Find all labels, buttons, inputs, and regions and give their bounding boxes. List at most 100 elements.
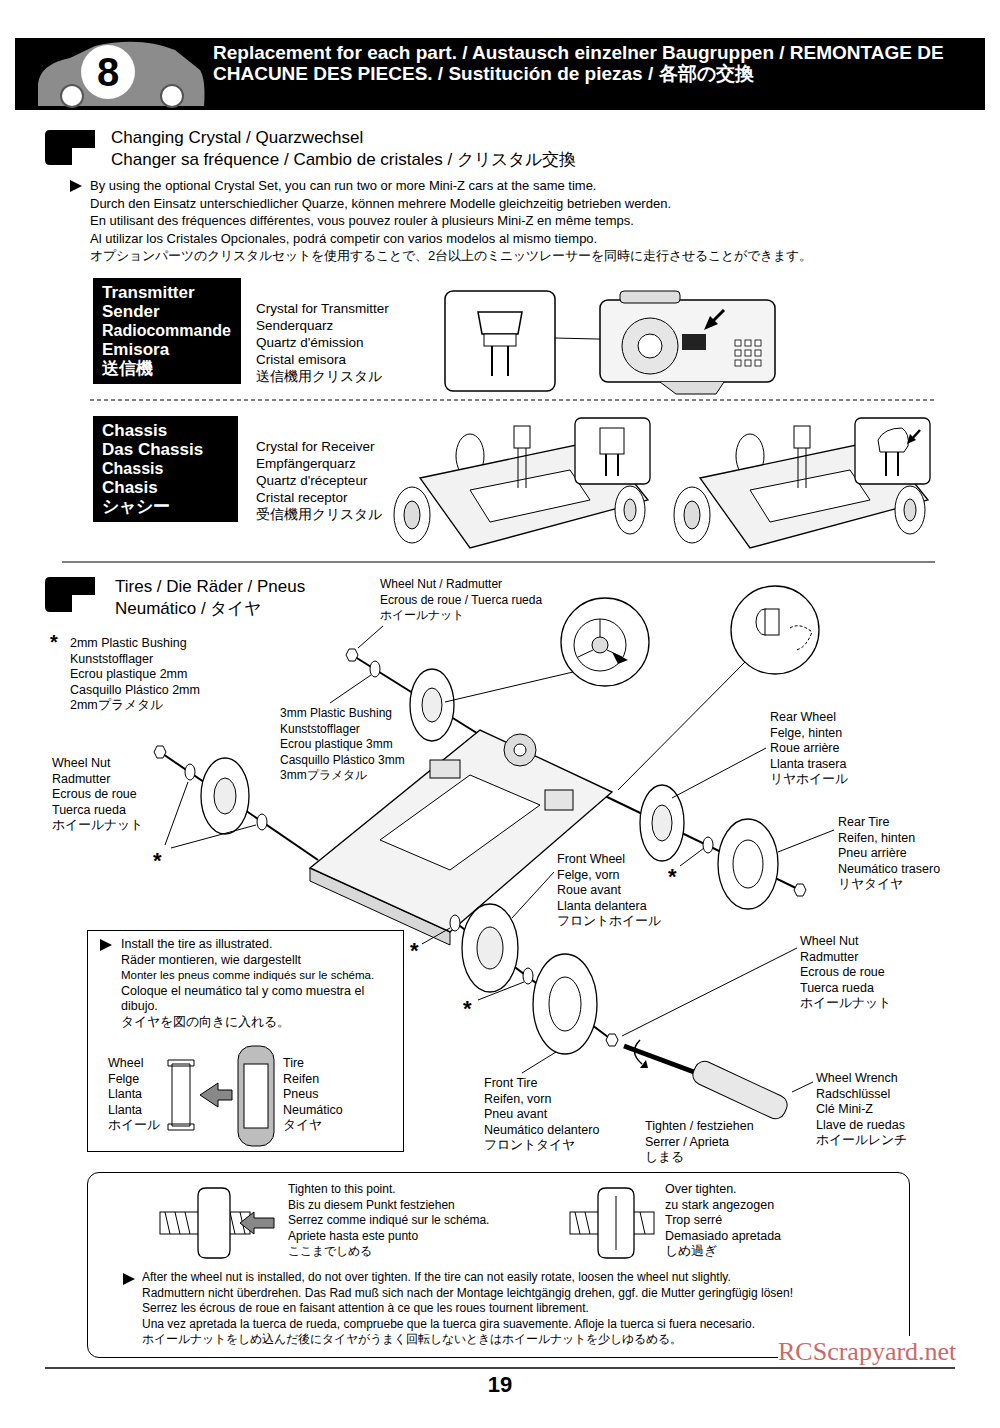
transmitter-drawing [507,346,509,376]
chassis-drawing [615,486,645,534]
label-slot: Reifen, hinten [838,831,915,846]
label-slot: Kunststofflager [70,652,153,667]
box-text: Radmuttern nicht überdrehen. Das Rad muß… [142,1286,899,1302]
transmitter-drawing [660,382,724,394]
label-slot: 3mmプラメタル [280,768,367,782]
part-label: Pneus [283,1087,318,1102]
transmitter-drawing [755,350,761,356]
transmitter-drawing [600,300,775,382]
chassis-exploded-view [606,1034,618,1046]
part-label: Tire [283,1056,304,1071]
chassis-exploded-view [422,928,450,944]
box-text: Das Chassis [102,440,228,459]
note-label: zu stark angezogen [665,1198,774,1213]
chassis-drawing [404,501,420,529]
note-label: Demasiado apretada [665,1229,781,1244]
part-label: フロントタイヤ [484,1138,575,1153]
label-slot: 19 [488,1372,512,1398]
label-slot: Ecrous de roue [800,965,885,980]
callout-mark: * [463,996,472,1022]
label-slot: Llanta delantera [557,899,647,914]
label-slot: Durch den Einsatz unterschiedlicher Quar… [90,196,671,212]
section-heading: Tires / Die Räder / Pneus [115,577,305,597]
box-text: Transmitter [102,283,231,302]
label-slot: Llave de ruedas [816,1118,905,1133]
chassis-exploded-view [430,760,460,778]
part-label: Ecrou plastique 3mm [280,737,393,751]
bullet-arrow [100,939,112,951]
part-label: Front Wheel [557,852,625,867]
label-slot: Serrer / Aprieta [645,1135,729,1150]
chassis-exploded-view [578,650,593,657]
part-label: Wheel Nut / Radmutter [380,577,502,591]
label-slot: Cristal receptor [256,490,348,506]
chassis-exploded-view [504,734,536,766]
divider-line [45,1367,955,1369]
chassis-drawing [600,428,624,454]
chassis-exploded-view [346,649,358,661]
part-label: Wheel Nut [800,934,858,949]
chassis-drawing [518,448,519,488]
box-text: After the wheel nut is installed, do not… [142,1270,899,1286]
label-slot: Kunststofflager [280,722,360,736]
label-slot: Neumático [283,1103,343,1118]
transmitter-drawing [484,334,516,346]
chassis-exploded-view [154,746,166,758]
part-label: Felge, hinten [770,726,842,741]
chassis-exploded-view [462,904,518,992]
part-label: ホイールナット [800,996,891,1011]
chassis-exploded-view [545,790,573,810]
transmitter-drawing [491,346,493,376]
header-band [38,42,205,106]
transmitter-drawing [735,350,741,356]
instruction-text: オプションパーツのクリスタルセットを使用することで、2台以上のミニッツレーサーを… [90,248,812,264]
note-label: Apriete hasta este punto [288,1229,418,1243]
tire-fitting-drawing [168,1060,194,1130]
chassis-exploded-view [533,954,597,1054]
label-slot: フロントホイール [557,914,661,929]
transmitter-drawing [745,360,751,366]
transmitter-drawing [704,316,718,330]
label-slot: Wheel Nut / Radmutter [380,577,502,591]
chassis-exploded-view [612,652,628,664]
label-slot: Crystal for Receiver [256,439,375,455]
label-slot: Felge [108,1072,139,1087]
part-label: Tuerca rueda [800,981,874,996]
label-slot: Neumático delantero [484,1123,599,1138]
chassis-exploded-view [478,982,524,1000]
box-text: Serrez les écrous de roue en faisant att… [142,1301,899,1317]
label-slot: Tighten to this point. [288,1182,396,1196]
part-label: Roue arrière [770,741,839,756]
chassis-drawing [750,470,870,522]
part-label: Roue avant [557,883,621,898]
chassis-exploded-view [600,619,601,637]
chassis-exploded-view [690,1058,791,1122]
label-slot: 2mmプラメタル [70,698,163,713]
chassis-drawing [605,454,607,476]
note-label: Serrez comme indiqué sur le schéma. [288,1213,489,1227]
section-marker [45,577,95,612]
chassis-exploded-view [523,968,533,984]
label-slot: Llanta trasera [770,757,846,772]
transmitter-drawing [682,334,706,350]
part-label: Radmutter [800,950,858,965]
box-text: Coloque el neumático tal y como muestra … [121,984,395,1015]
part-label: Wheel [108,1056,143,1071]
part-label: Radmutter [52,772,110,787]
label-slot: Apriete hasta este punto [288,1229,418,1243]
label-slot: ホイール [108,1118,160,1133]
label-slot: Roue avant [557,883,621,898]
box-text: Chassis [102,421,228,440]
label-slot: RCScrapyard.net [778,1336,956,1367]
transmitter-drawing [745,350,751,356]
part-label: Reifen, vorn [484,1092,551,1107]
instruction-text: En utilisant des fréquences différentes,… [90,213,634,229]
part-label: Senderquarz [256,318,333,334]
part-label: Llanta [108,1087,142,1102]
box-text: Radiocommande [102,321,231,340]
callout-mark: * [153,848,162,874]
box-text: Sender [102,302,231,321]
instruction-text: Al utilizar los Cristales Opcionales, po… [90,231,597,247]
chassis-drawing [470,470,590,522]
